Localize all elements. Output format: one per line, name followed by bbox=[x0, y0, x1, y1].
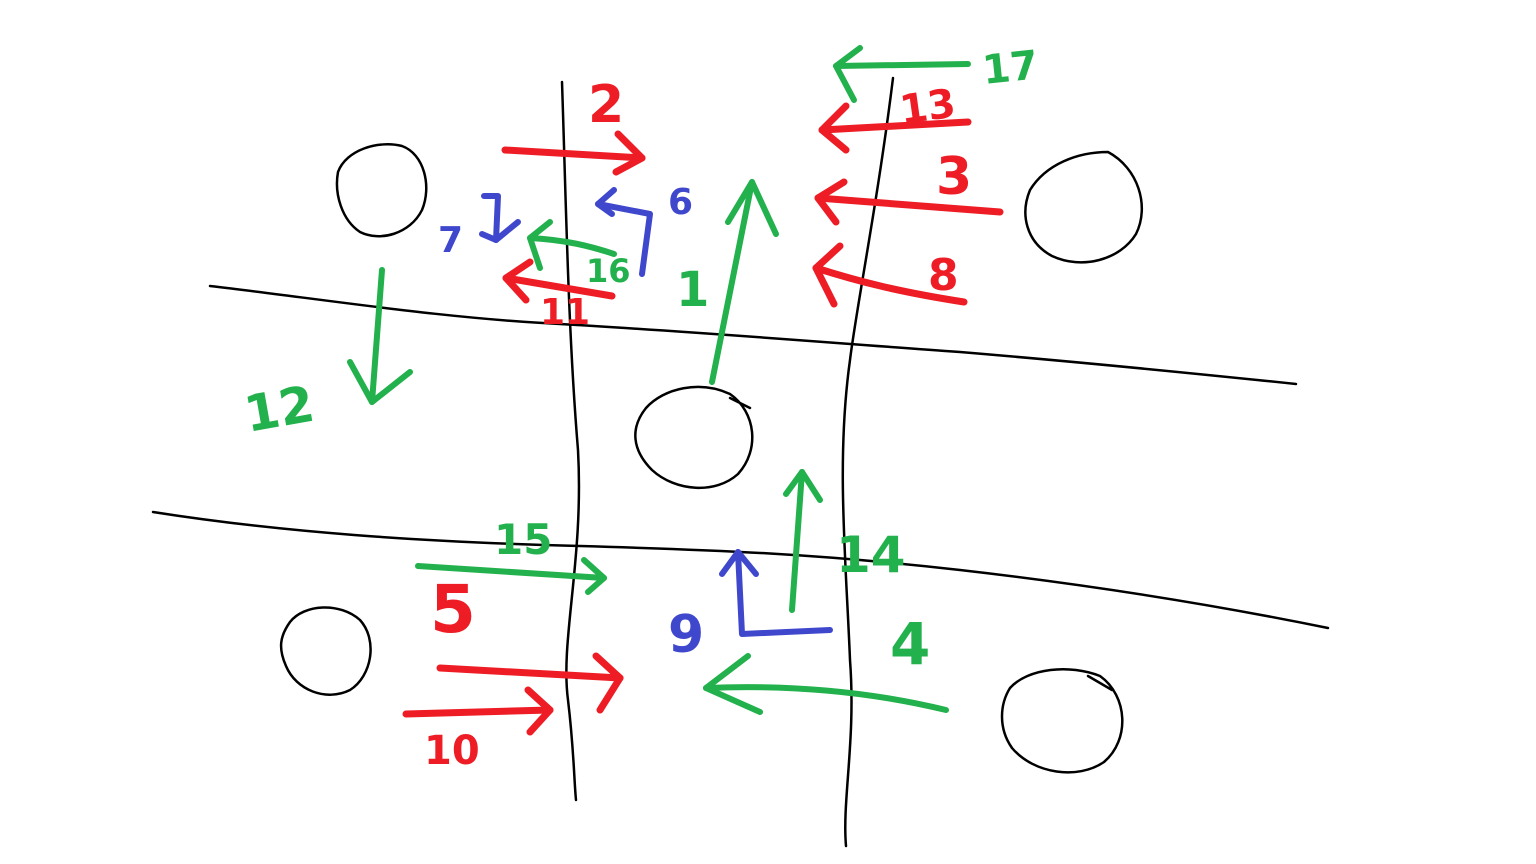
arrow-10-shaft bbox=[402, 706, 554, 718]
arrow-9-shaft bbox=[735, 549, 833, 637]
arrow-12-shaft bbox=[369, 267, 385, 405]
arrow-4-shaft bbox=[703, 684, 949, 713]
arrow-2 bbox=[501, 130, 646, 176]
label-8: 8 bbox=[928, 250, 959, 301]
arrow-6 bbox=[595, 187, 653, 277]
arrow-7-shaft bbox=[481, 193, 501, 243]
circles bbox=[279, 143, 1144, 774]
arrow-2-shaft bbox=[501, 146, 646, 162]
arrow-1-head bbox=[725, 179, 779, 237]
road-edge-right bbox=[841, 76, 895, 848]
circle-bottom-right bbox=[1000, 668, 1124, 774]
circle-center bbox=[634, 385, 754, 490]
arrow-2-head bbox=[612, 130, 646, 176]
arrow-1-shaft bbox=[709, 179, 755, 385]
arrow-5 bbox=[436, 652, 624, 714]
arrow-5-shaft bbox=[436, 664, 624, 682]
arrow-14-head bbox=[783, 469, 823, 503]
label-4: 4 bbox=[890, 610, 930, 678]
arrow-3 bbox=[814, 178, 1004, 226]
road-edge-top bbox=[208, 284, 1298, 386]
arrow-labels: 2 13 17 3 8 6 7 16 11 1 12 15 14 5 9 4 1… bbox=[240, 42, 1040, 774]
arrow-12-head bbox=[347, 359, 413, 405]
arrow-8-head bbox=[812, 242, 844, 308]
label-15: 15 bbox=[494, 515, 552, 564]
arrow-3-shaft bbox=[814, 194, 1004, 216]
circle-top-right bbox=[1024, 150, 1144, 264]
arrow-16-head bbox=[527, 219, 553, 271]
arrow-14-shaft bbox=[789, 469, 805, 613]
arrow-14 bbox=[783, 469, 823, 613]
arrow-13 bbox=[818, 102, 972, 154]
arrow-6-head bbox=[595, 187, 617, 217]
arrow-11-shaft bbox=[502, 274, 616, 300]
arrow-7-head bbox=[479, 219, 521, 243]
arrow-3-head bbox=[814, 178, 848, 226]
green-arrows bbox=[347, 45, 971, 715]
arrow-12 bbox=[347, 267, 413, 405]
arrow-13-head bbox=[818, 102, 850, 154]
arrow-13-shaft bbox=[818, 118, 972, 134]
arrow-6-shaft bbox=[595, 201, 653, 277]
label-9: 9 bbox=[668, 605, 704, 665]
label-6: 6 bbox=[668, 182, 693, 223]
blue-arrows bbox=[479, 187, 833, 637]
arrow-17-head bbox=[833, 45, 863, 103]
arrow-11-head bbox=[502, 258, 534, 304]
label-12: 12 bbox=[240, 375, 319, 444]
label-10: 10 bbox=[424, 728, 480, 774]
label-7: 7 bbox=[438, 220, 463, 261]
label-14: 14 bbox=[836, 526, 906, 584]
arrow-5-head bbox=[592, 652, 624, 714]
arrow-17 bbox=[833, 45, 971, 103]
label-17: 17 bbox=[980, 42, 1040, 94]
arrow-8-shaft bbox=[812, 264, 968, 306]
arrow-11 bbox=[502, 258, 616, 304]
arrow-15-head bbox=[581, 557, 607, 595]
arrow-15 bbox=[415, 557, 607, 595]
arrow-8 bbox=[812, 242, 968, 308]
label-2: 2 bbox=[588, 75, 624, 135]
label-13: 13 bbox=[897, 81, 959, 134]
label-5: 5 bbox=[430, 571, 476, 648]
arrow-10 bbox=[402, 686, 554, 736]
arrow-17-shaft bbox=[833, 61, 971, 69]
arrow-16 bbox=[527, 219, 617, 271]
arrow-4 bbox=[703, 653, 949, 715]
arrow-4-head bbox=[703, 653, 763, 715]
road-edge-left bbox=[560, 80, 581, 802]
red-arrows bbox=[402, 102, 1004, 736]
circle-top-left bbox=[335, 143, 428, 238]
label-16: 16 bbox=[586, 252, 631, 290]
label-11: 11 bbox=[540, 292, 590, 333]
circle-bottom-left bbox=[279, 606, 372, 696]
arrow-16-shaft bbox=[527, 235, 617, 257]
arrow-15-shaft bbox=[415, 563, 607, 581]
arrow-9-head bbox=[719, 549, 759, 577]
arrow-10-head bbox=[524, 686, 554, 736]
road-edge-bottom bbox=[151, 510, 1330, 630]
label-1: 1 bbox=[676, 262, 709, 318]
arrow-9 bbox=[719, 549, 833, 637]
arrow-7 bbox=[479, 193, 521, 243]
label-3: 3 bbox=[936, 147, 972, 207]
arrow-1 bbox=[709, 179, 779, 385]
road-lines bbox=[151, 76, 1330, 848]
